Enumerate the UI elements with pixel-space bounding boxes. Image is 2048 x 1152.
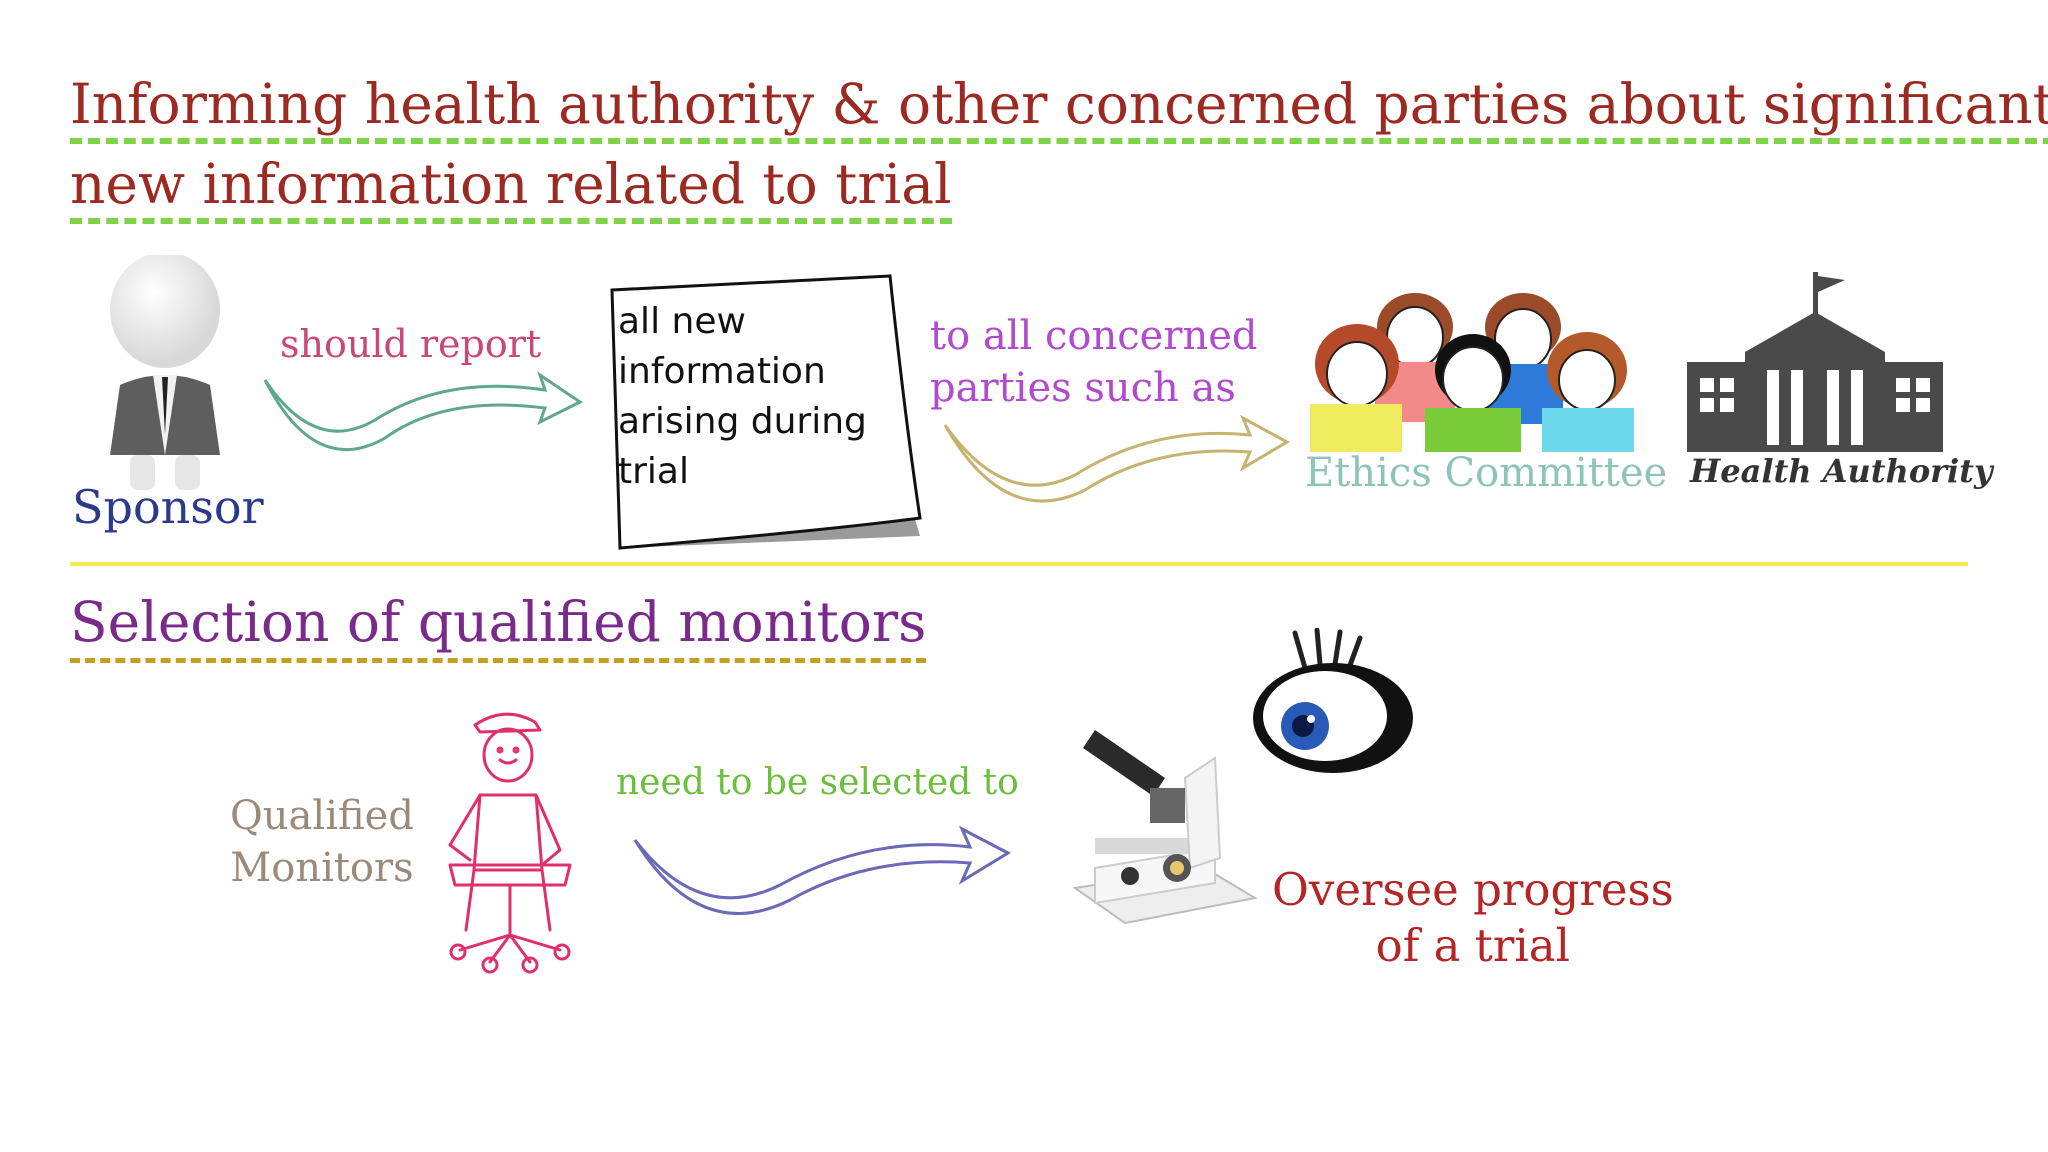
committee-people-icon <box>1310 293 1634 452</box>
document-note-icon <box>610 274 922 550</box>
government-building-icon <box>1687 272 1943 452</box>
arrow-should-report-icon <box>263 371 583 452</box>
qualified-line-1: Qualified <box>230 793 414 839</box>
ethics-committee-label: Ethics Committee <box>1305 450 1668 496</box>
sponsor-label: Sponsor <box>72 480 264 534</box>
note-text: all new information arising during trial <box>618 301 867 492</box>
qualified-line-2: Monitors <box>230 845 414 891</box>
document-note: all new information arising during trial <box>612 275 892 540</box>
to-all-line-1: to all concerned <box>930 313 1258 359</box>
sponsor-figure-icon <box>110 255 220 490</box>
section2-title-text: Selection of qualified monitors <box>70 590 927 663</box>
arrow-to-all-icon <box>943 414 1291 503</box>
health-authority-label: Health Authority <box>1690 452 1993 490</box>
title-line-1: Informing health authority & other conce… <box>70 72 2048 144</box>
section1-title: Informing health authority & other conce… <box>70 64 2048 224</box>
section-separator <box>70 562 1968 566</box>
monitor-person-icon <box>448 712 572 974</box>
microscope-icon <box>1072 730 1258 925</box>
oversee-line-1: Oversee progress <box>1272 863 1674 916</box>
arrow-need-selected-icon <box>633 825 1012 915</box>
to-all-label: to all concerned parties such as <box>930 310 1258 414</box>
eye-icon <box>1253 628 1413 773</box>
oversee-line-2: of a trial <box>1375 919 1571 972</box>
title-line-2: new information related to trial <box>70 152 952 224</box>
should-report-label: should report <box>280 322 542 366</box>
need-selected-label: need to be selected to <box>616 762 1019 803</box>
qualified-monitors-label: Qualified Monitors <box>230 790 414 894</box>
to-all-line-2: parties such as <box>930 365 1236 411</box>
oversee-label: Oversee progress of a trial <box>1272 862 1674 974</box>
section2-title: Selection of qualified monitors <box>70 590 927 663</box>
